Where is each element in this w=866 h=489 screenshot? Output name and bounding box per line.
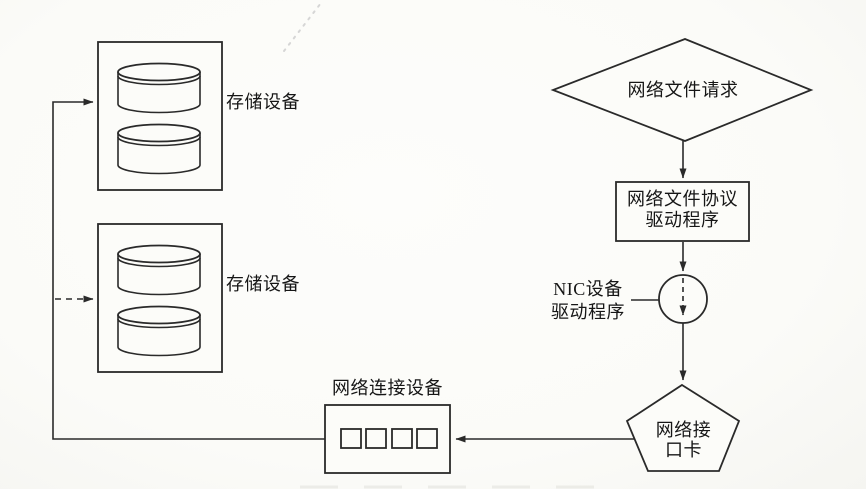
file-request-diamond [550,38,814,142]
nic-driver-label: NIC设备 驱动程序 [544,278,632,324]
port-icon [416,428,438,449]
port-icon [365,428,387,449]
scan-artifact-line [283,2,322,52]
edge-network-device-to-storage-top [52,98,325,440]
network-device-label: 网络连接设备 [332,378,443,398]
protocol-driver-box [615,181,750,242]
storage-bottom-label: 存储设备 [226,274,300,294]
protocol-driver-label-line1: 网络文件协议 [627,189,738,209]
protocol-driver-label: 网络文件协议 驱动程序 [616,189,749,231]
file-request-label: 网络文件请求 [627,80,739,100]
storage-top-label: 存储设备 [226,92,300,112]
port-icon [391,428,413,449]
nic-driver-label-line1: NIC设备 [553,279,623,299]
nic-card-label-line1: 网络接 [655,420,712,440]
protocol-driver-label-line2: 驱动程序 [645,210,720,230]
nic-card-pentagon [625,383,741,472]
nic-card-label: 网络接 口卡 [630,420,737,460]
nic-card-label-line2: 口卡 [665,440,702,460]
port-icon [340,428,362,449]
nic-driver-label-line2: 驱动程序 [551,302,625,322]
